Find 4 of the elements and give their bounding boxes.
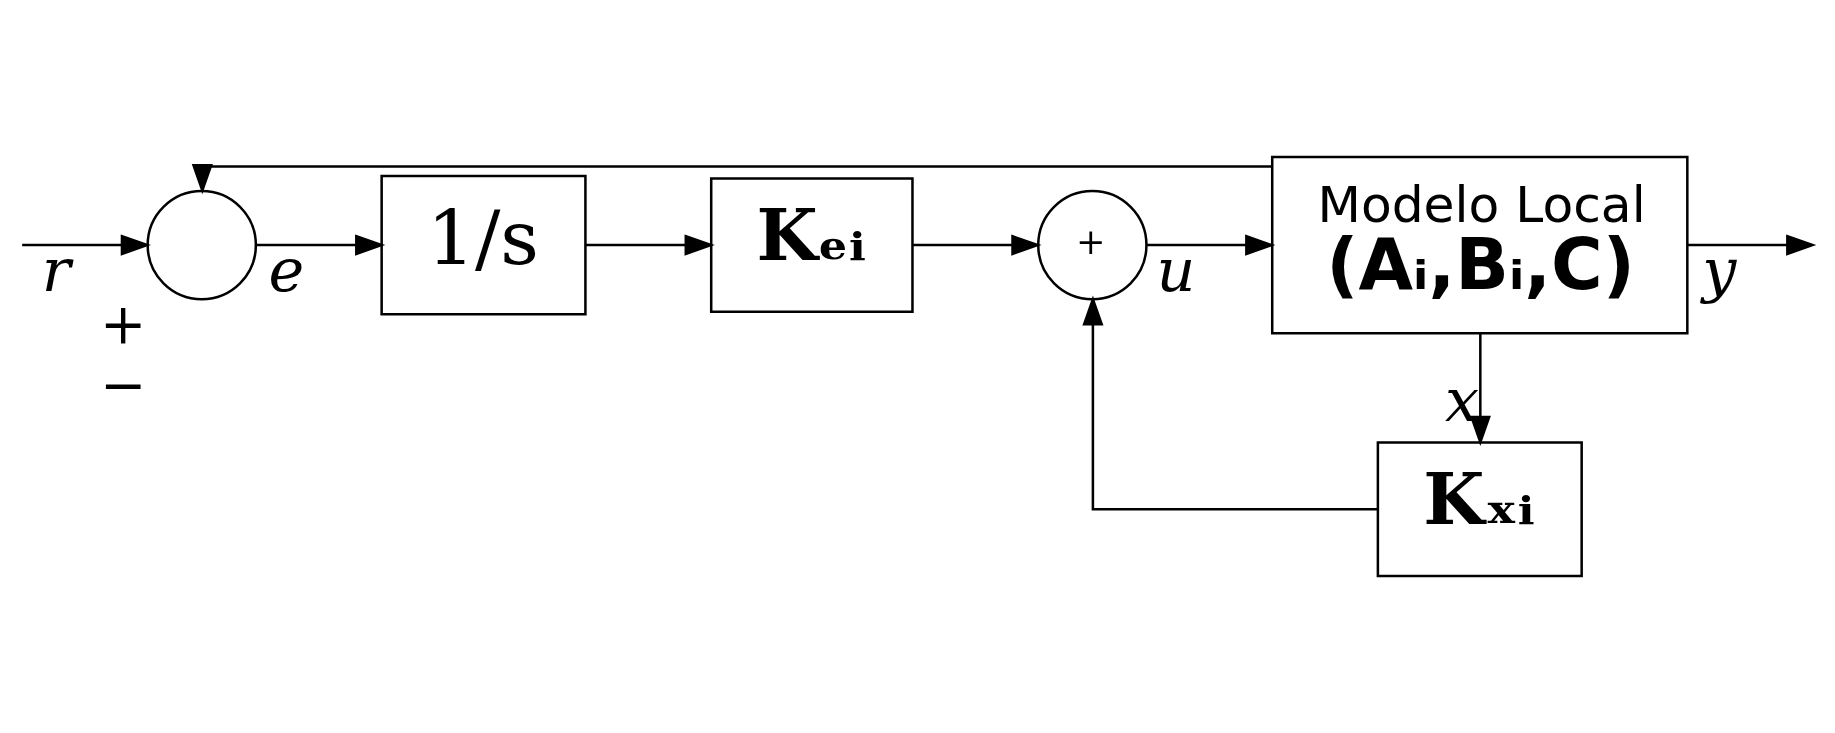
edge-label: y [1702,234,1737,305]
edge-label: e [268,234,305,305]
edge-label: u [1156,234,1196,305]
edge-label: x [1445,365,1480,436]
